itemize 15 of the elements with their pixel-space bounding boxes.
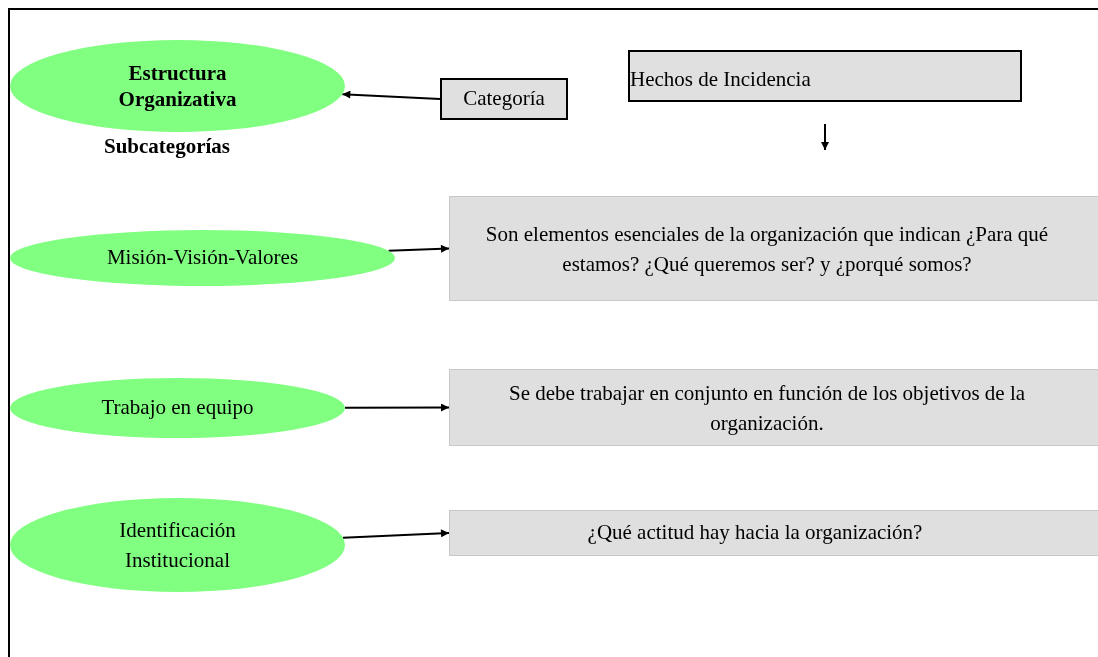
description-box: Son elementos esenciales de la organización que indican ¿Para qué estamos? ¿Qué queremos ser? y ¿porqué somos? [449, 196, 1098, 301]
arrow [341, 529, 450, 539]
subcategory-ellipse: Misión-Visión-Valores [10, 230, 395, 286]
subcategory-ellipse: Identificación Institucional [10, 498, 345, 592]
heading-box: Hechos de Incidencia [628, 50, 1022, 102]
arrow [341, 90, 441, 100]
subcategory-ellipse: Trabajo en equipo [10, 378, 345, 438]
description-box: Se debe trabajar en conjunto en función de los objetivos de la organización. [449, 369, 1098, 446]
category-ellipse: Estructura Organizativa [10, 40, 345, 132]
column-heading: Subcategorías [104, 133, 230, 160]
arrow [387, 244, 450, 253]
arrow [344, 403, 450, 412]
category-box: Categoría [440, 78, 568, 120]
description-box: ¿Qué actitud hay hacia la organización? [449, 510, 1098, 556]
arrow [821, 123, 829, 151]
